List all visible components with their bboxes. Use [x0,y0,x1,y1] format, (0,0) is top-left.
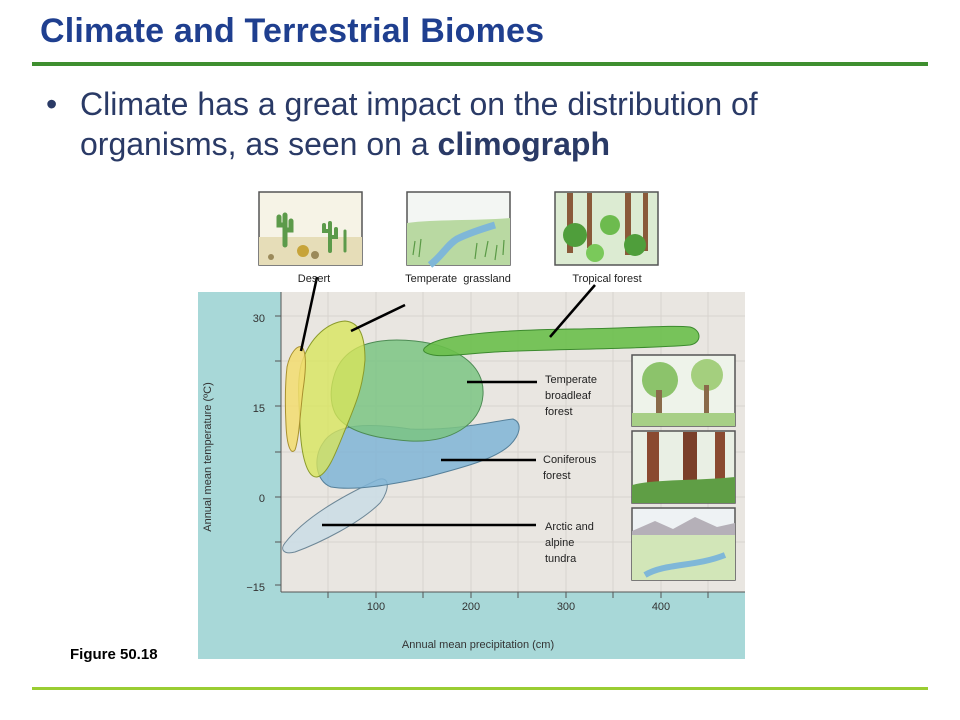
y-tick-label: 30 [253,313,265,325]
grassland-label: Temperate grassland [405,273,511,285]
y-axis-label: Annual mean temperature (ºC) [202,382,214,532]
bullet-text-bold: climograph [437,126,610,162]
coniferous-label-line: forest [543,470,571,482]
x-tick-label: 300 [557,601,575,613]
slide-title: Climate and Terrestrial Biomes [40,12,545,50]
figure-label: Figure 50.18 [70,646,158,663]
tundra-illustration [631,507,736,581]
tropical-forest-illustration [554,191,659,266]
leader-lines [299,276,596,527]
title-divider [32,62,928,66]
broadleaf-label-line: forest [545,406,573,418]
grassland-illustration [406,191,511,268]
footer-divider [32,687,928,690]
grassland-region [298,320,366,478]
x-tick-label: 400 [652,601,670,613]
coniferous-forest-illustration [631,430,736,504]
bullet-icon: • [46,86,58,122]
tundra-label-line: tundra [545,553,577,565]
y-tick-label: 15 [253,403,265,415]
climograph-diagram: 30 15 0 −15 100 200 300 400 Annual mean … [198,191,745,659]
x-axis-label: Annual mean precipitation (cm) [402,639,554,651]
bullet-text: Climate has a great impact on the distri… [80,84,916,164]
tundra-label-line: alpine [545,537,574,549]
tropical-forest-region [423,325,700,357]
tropical-forest-label: Tropical forest [572,273,641,285]
coniferous-label-line: Coniferous [543,454,597,466]
tundra-region [282,478,388,554]
broadleaf-forest-illustration [631,354,736,427]
x-tick-label: 200 [462,601,480,613]
tundra-label-line: Arctic and [545,521,594,533]
broadleaf-label-line: broadleaf [545,390,592,402]
bullet-text-plain: Climate has a great impact on the distri… [80,86,758,162]
y-tick-label: 0 [259,493,265,505]
x-tick-label: 100 [367,601,385,613]
broadleaf-label-line: Temperate [545,374,597,386]
y-tick-label: −15 [246,582,265,594]
desert-label: Desert [298,273,330,285]
desert-illustration [258,191,363,266]
axis-ticks [275,315,709,598]
